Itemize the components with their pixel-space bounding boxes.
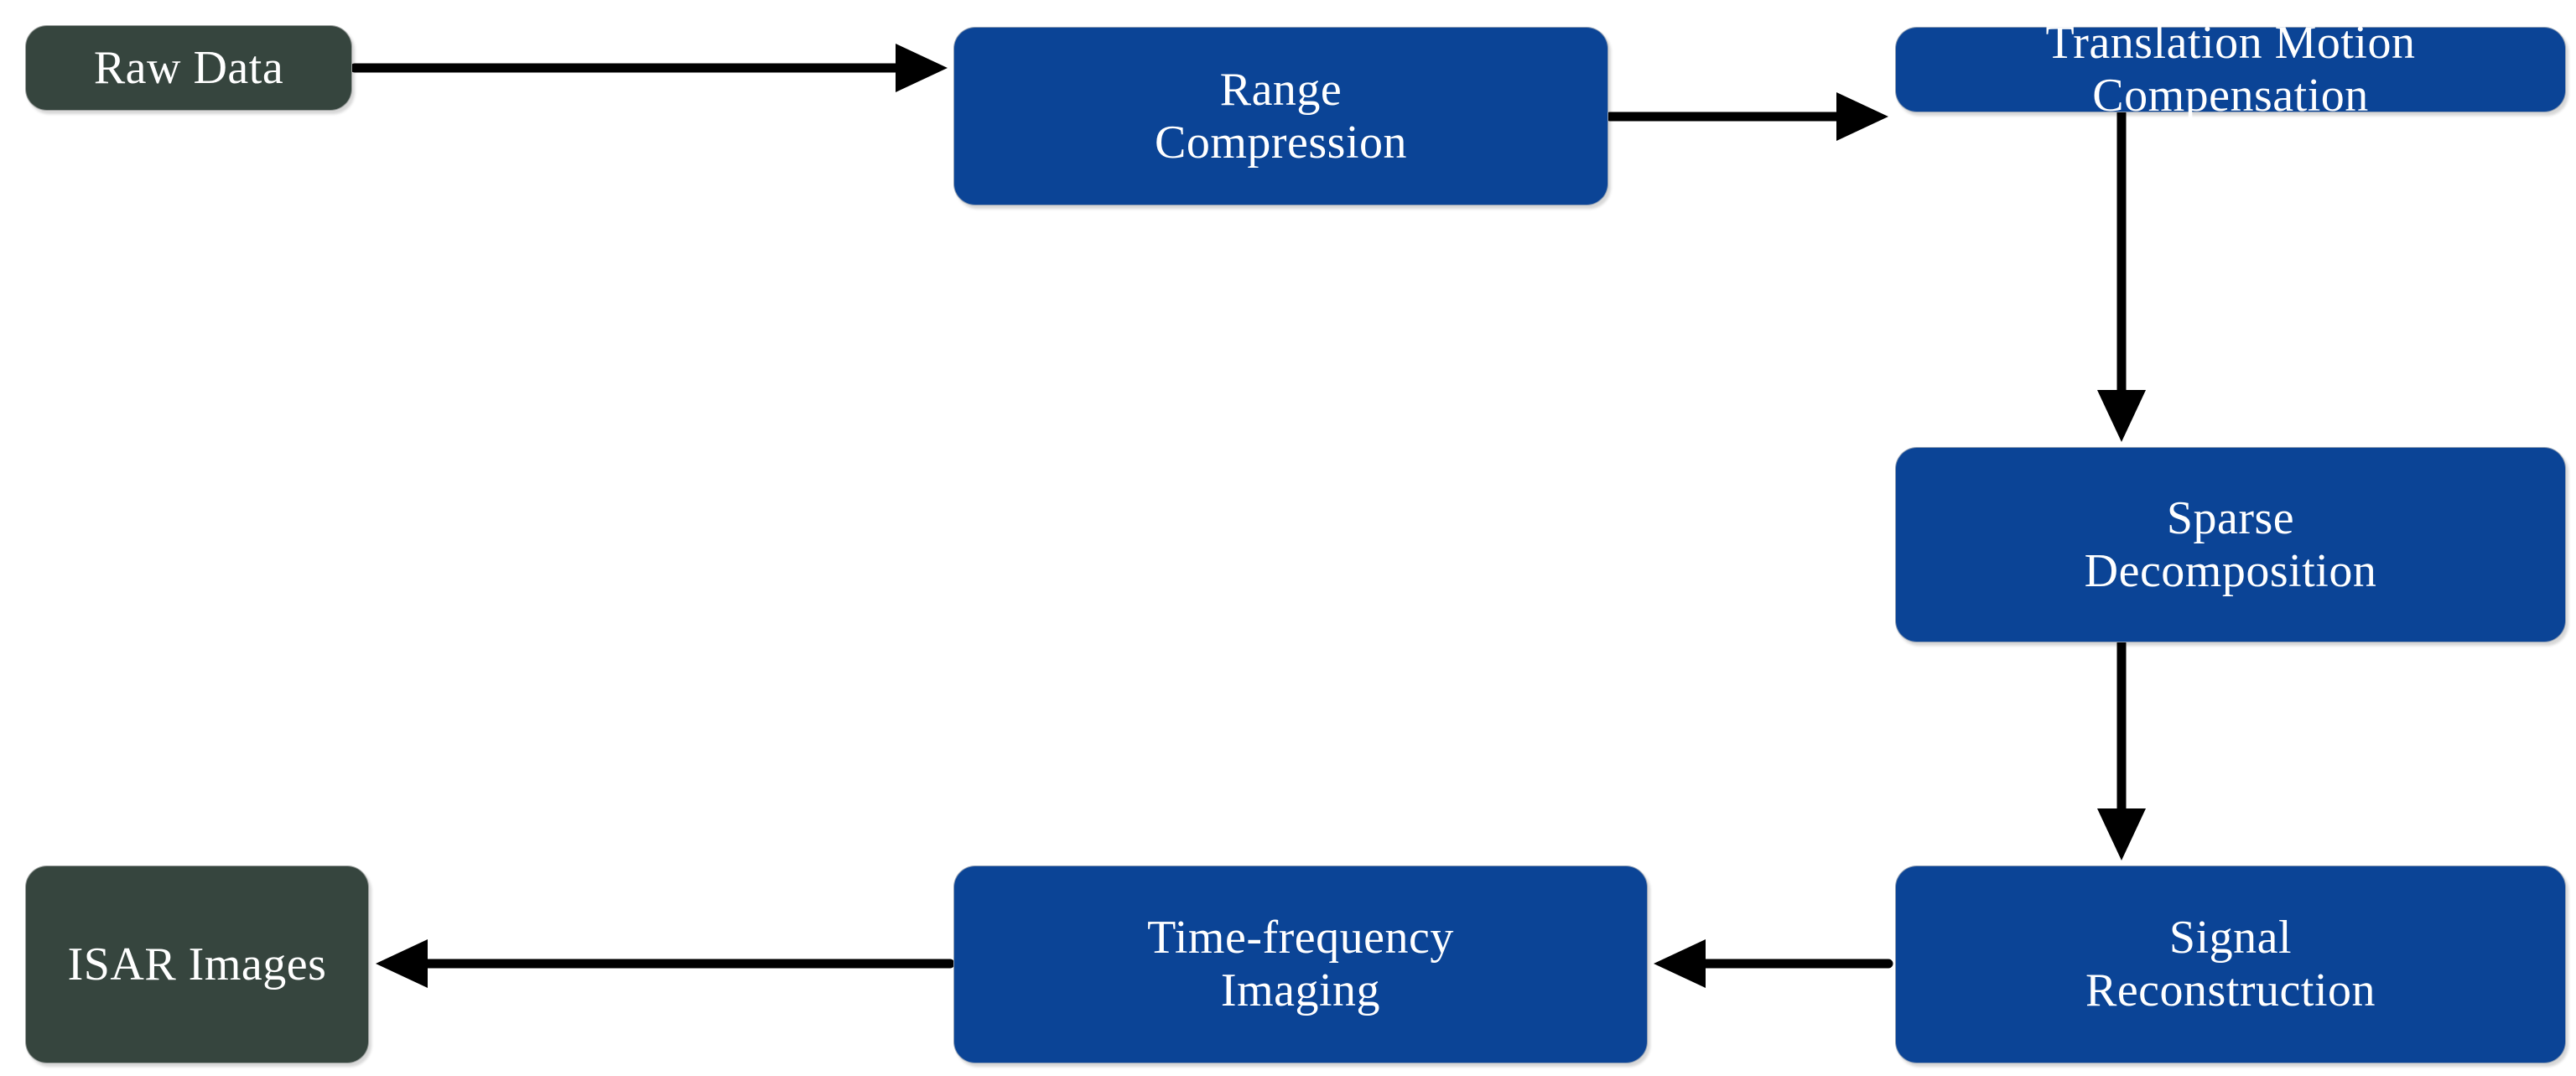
node-sparse-decomposition[interactable]: Sparse Decomposition	[1895, 447, 2566, 642]
arrow-head	[2097, 808, 2146, 860]
node-isar-images[interactable]: ISAR Images	[25, 865, 369, 1063]
arrow-edge-timefreq-to-isar	[376, 939, 955, 988]
node-label-raw-data: Raw Data	[93, 41, 284, 94]
arrow-head	[1654, 939, 1706, 988]
arrow-head	[2097, 390, 2146, 442]
node-raw-data[interactable]: Raw Data	[25, 25, 352, 111]
arrow-head	[376, 939, 428, 988]
node-label-isar-images: ISAR Images	[67, 938, 327, 990]
node-label-translation-motion-compensation: Translation Motion Compensation	[2045, 17, 2416, 122]
arrow-edge-raw-to-range	[350, 44, 948, 92]
node-label-time-frequency-imaging: Time-frequency Imaging	[1147, 912, 1454, 1016]
node-signal-reconstruction[interactable]: Signal Reconstruction	[1895, 865, 2566, 1063]
node-label-signal-reconstruction: Signal Reconstruction	[2085, 912, 2376, 1016]
arrow-edge-range-to-tmc	[1605, 92, 1888, 141]
arrow-head	[1836, 92, 1888, 141]
node-range-compression[interactable]: Range Compression	[953, 27, 1608, 205]
arrow-edge-signal-to-timefreq	[1654, 939, 1893, 988]
node-time-frequency-imaging[interactable]: Time-frequency Imaging	[953, 865, 1648, 1063]
node-translation-motion-compensation[interactable]: Translation Motion Compensation	[1895, 17, 2566, 122]
arrow-edge-tmc-to-sparse	[2097, 107, 2146, 442]
node-label-range-compression: Range Compression	[1154, 63, 1408, 169]
node-label-sparse-decomposition: Sparse Decomposition	[2084, 491, 2377, 597]
arrow-edge-sparse-to-signal	[2097, 637, 2146, 860]
arrow-head	[896, 44, 948, 92]
